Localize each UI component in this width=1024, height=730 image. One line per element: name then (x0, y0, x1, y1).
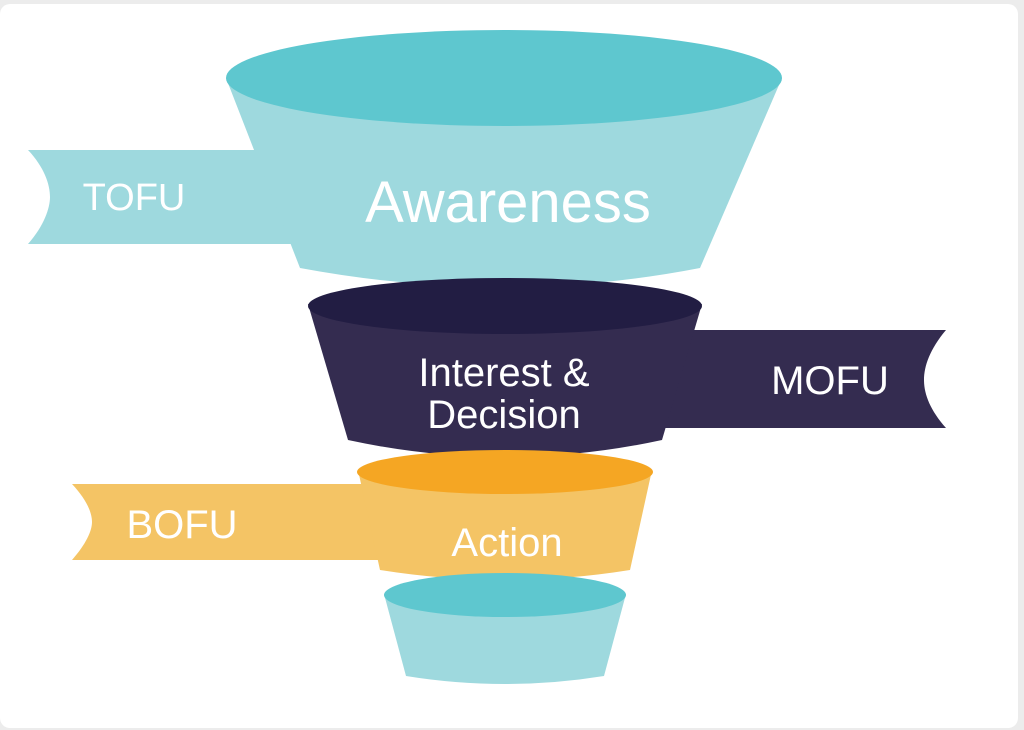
diagram-card: TOFU Awareness MOFU Interest & Decision … (0, 4, 1018, 728)
mofu-ribbon (640, 330, 946, 428)
interest-label-line2: Decision (427, 393, 580, 437)
action-stage: Action (357, 450, 653, 580)
bofu-ribbon (72, 484, 420, 560)
interest-decision-stage: Interest & Decision (308, 278, 702, 457)
awareness-stage-body (226, 78, 782, 287)
bottom-stage (384, 573, 626, 684)
tofu-label: TOFU (83, 177, 186, 219)
interest-decision-stage-body (308, 304, 702, 457)
interest-decision-stage-rim (308, 278, 702, 334)
action-label: Action (451, 521, 562, 565)
awareness-stage-rim (226, 30, 782, 126)
bofu-label: BOFU (126, 503, 237, 547)
mofu-label: MOFU (771, 359, 889, 403)
awareness-label: Awareness (365, 170, 651, 235)
interest-label-line1: Interest & (418, 351, 590, 395)
awareness-stage: Awareness (226, 30, 782, 287)
tofu-ribbon (28, 150, 300, 244)
bottom-stage-body (384, 594, 626, 684)
action-stage-body (358, 470, 652, 580)
bottom-stage-rim (384, 573, 626, 617)
action-stage-rim (357, 450, 653, 494)
sales-funnel-diagram: TOFU Awareness MOFU Interest & Decision … (28, 30, 946, 684)
